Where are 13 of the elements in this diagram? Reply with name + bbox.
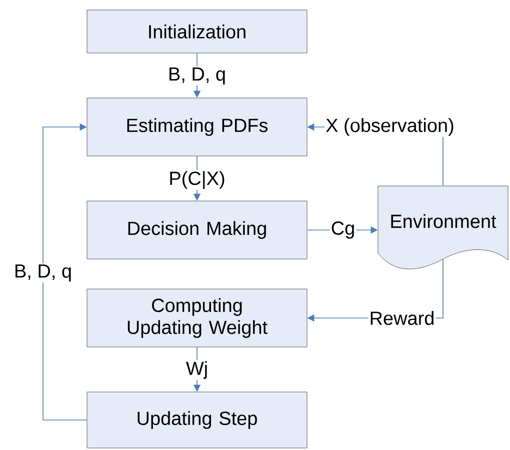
edge-label: B, D, q [166, 66, 228, 86]
process-box: Computing Updating Weight [86, 288, 308, 348]
edge-label: X (observation) [324, 117, 456, 137]
arrow [42, 123, 88, 420]
process-box: Updating Step [86, 392, 308, 448]
edge-label: Reward [368, 310, 436, 326]
edge-label: Wj [184, 360, 210, 380]
process-box: Decision Making [86, 200, 308, 260]
edge-label: P(C|X) [168, 170, 226, 190]
process-box: Initialization [86, 10, 308, 54]
process-box: Estimating PDFs [86, 98, 308, 156]
edge-label: Cg [330, 220, 356, 240]
edge-label: B, D, q [12, 263, 74, 282]
